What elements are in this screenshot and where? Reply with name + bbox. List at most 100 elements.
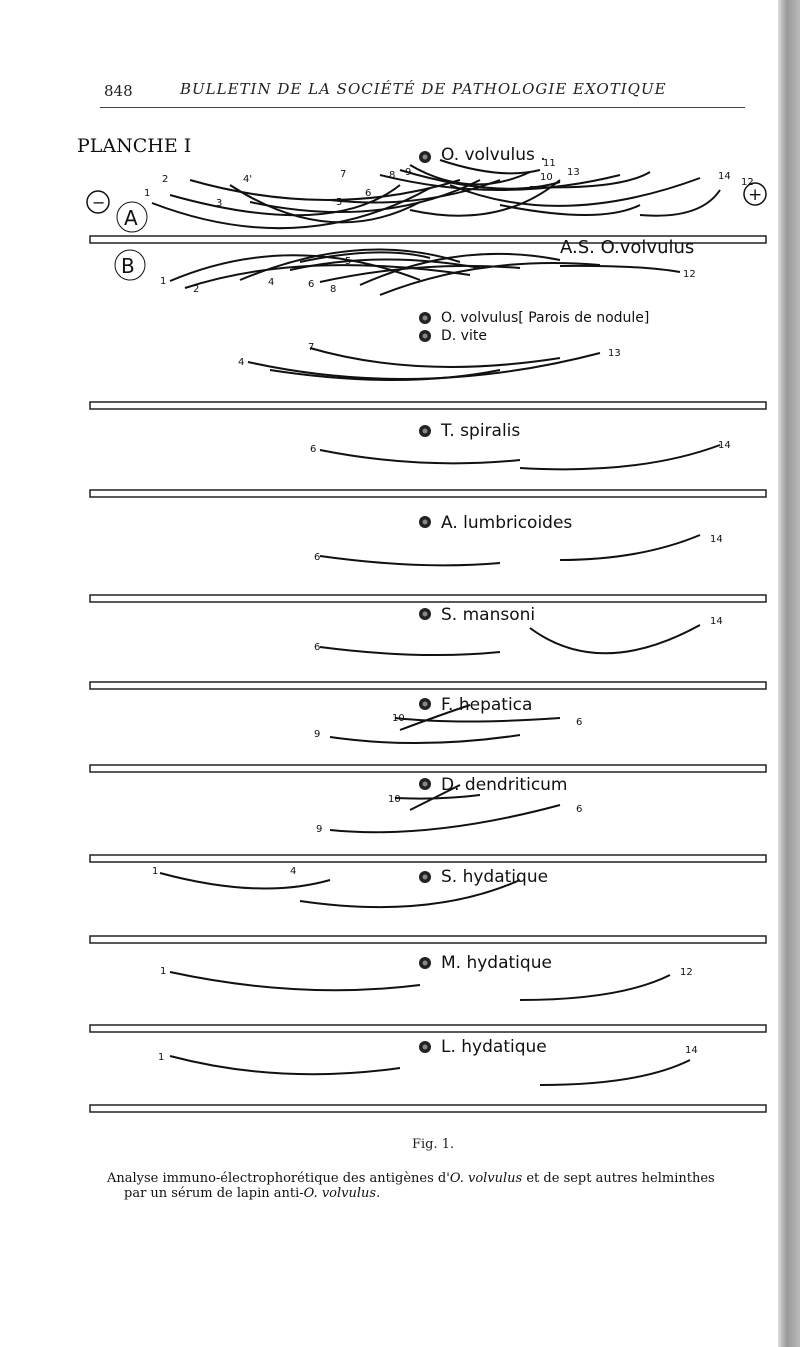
- antigen-well-icon: [422, 315, 428, 321]
- arc-number: 13: [608, 348, 621, 359]
- precipitation-arc: [289, 258, 481, 271]
- arc-number: 5: [336, 197, 342, 208]
- arc-number: 4: [268, 277, 274, 288]
- precipitation-arc: [249, 179, 481, 214]
- arc-number: 9: [314, 729, 320, 740]
- arc-number: 7: [308, 342, 314, 353]
- precipitation-arc: [379, 262, 601, 296]
- page-number: 848: [104, 82, 133, 100]
- precipitation-arc: [269, 369, 501, 381]
- arc-number: 6: [365, 188, 371, 199]
- precipitation-arc: [449, 177, 701, 207]
- figure-caption: Analyse immuno-électrophorétique des ant…: [107, 1171, 767, 1201]
- arc-number: 6: [314, 552, 320, 563]
- antiserum-trough: [89, 489, 767, 498]
- precipitation-arc: [409, 164, 531, 186]
- precipitation-arc: [529, 624, 701, 655]
- arc-number: 1: [160, 276, 166, 287]
- arc-number: 6: [310, 444, 316, 455]
- arc-number: 9: [316, 824, 322, 835]
- arc-number: 14: [718, 440, 731, 451]
- arc-number: 12: [741, 177, 754, 188]
- antigen-well-icon: [422, 154, 428, 160]
- antigen-label: B: [121, 254, 135, 278]
- precipitation-arc: [519, 444, 721, 471]
- antiserum-trough: [89, 1104, 767, 1113]
- antigen-label: O. volvulus[ Parois de nodule]: [441, 310, 649, 326]
- precipitation-arc: [394, 717, 561, 723]
- arc-number: 14: [718, 171, 731, 182]
- antigen-label: D. dendriticum: [441, 775, 568, 795]
- precipitation-arc: [409, 784, 461, 811]
- arc-number: 1: [152, 866, 158, 877]
- antiserum-trough: [89, 681, 767, 690]
- antigen-well-icon: [422, 960, 428, 966]
- arc-number: 4': [243, 174, 252, 185]
- plate-title: PLANCHE I: [77, 135, 192, 157]
- arc-number: 10: [388, 794, 401, 805]
- arc-number: 1: [160, 966, 166, 977]
- precipitation-arc: [559, 534, 701, 561]
- running-title: BULLETIN DE LA SOCIÉTÉ DE PATHOLOGIE EXO…: [180, 80, 667, 98]
- antigen-label: D. vite: [441, 328, 487, 344]
- precipitation-arc: [409, 179, 561, 217]
- arc-number: 8: [389, 170, 395, 181]
- antigen-well-icon: [422, 519, 428, 525]
- arc-number: 12: [683, 269, 696, 280]
- arc-number: 13: [567, 167, 580, 178]
- antiserum-trough: [89, 401, 767, 410]
- minus-electrode-icon: [86, 190, 110, 214]
- antiserum-trough: [89, 764, 767, 773]
- caption-text: .: [376, 1186, 381, 1201]
- arc-number: 1: [158, 1052, 164, 1063]
- minus-electrode-label: −: [92, 193, 105, 212]
- precipitation-arc: [309, 347, 561, 368]
- arc-number: 2: [193, 284, 199, 295]
- antigen-label: O. volvulus .: [441, 145, 546, 165]
- antiserum-trough: [89, 1024, 767, 1033]
- figure-label: Fig. 1.: [412, 1137, 455, 1152]
- arc-number: 4: [290, 866, 296, 877]
- subpanel-b-circle: [114, 249, 146, 281]
- precipitation-arc: [299, 251, 431, 263]
- arc-number: 10: [392, 713, 405, 724]
- arc-number: 6: [308, 279, 314, 290]
- caption-text: et de sept autres helminthes: [522, 1171, 715, 1186]
- antigen-label: A. lumbricoides: [441, 513, 572, 533]
- arc-number: 2: [162, 174, 168, 185]
- arc-number: 9: [405, 167, 411, 178]
- arc-number: 6: [576, 717, 582, 728]
- precipitation-arc: [189, 179, 461, 201]
- precipitation-arc: [329, 734, 521, 744]
- arc-number: 8: [330, 284, 336, 295]
- precipitation-arc: [169, 254, 421, 282]
- precipitation-arc: [151, 187, 431, 230]
- precipitation-arc: [394, 794, 481, 800]
- arc-number: 14: [710, 616, 723, 627]
- precipitation-arc: [559, 264, 681, 273]
- arc-number: 1: [144, 188, 150, 199]
- arc-number: 4: [238, 357, 244, 368]
- precipitation-arc: [399, 704, 471, 731]
- precipitation-arc: [379, 174, 621, 191]
- antiserum-trough: [89, 594, 767, 603]
- antigen-well-icon: [422, 333, 428, 339]
- precipitation-arc: [319, 555, 501, 567]
- header-rule: [100, 107, 745, 108]
- page-edge-shadow: [778, 0, 800, 1347]
- arc-number: 10: [540, 172, 553, 183]
- antiserum-trough: [89, 854, 767, 863]
- precipitation-arc: [539, 1059, 691, 1086]
- subpanel-a-circle: [116, 201, 148, 233]
- precipitation-arc: [239, 248, 461, 281]
- antigen-label: T. spiralis: [440, 421, 520, 441]
- antigen-label: S. hydatique: [441, 867, 548, 887]
- precipitation-arc: [184, 264, 471, 289]
- antigen-label: S. mansoni: [441, 605, 535, 625]
- precipitation-arc: [519, 974, 671, 1001]
- arc-number: 6: [314, 642, 320, 653]
- antigen-label: L. hydatique: [441, 1037, 547, 1057]
- precipitation-arc: [439, 159, 541, 175]
- arc-number: 6: [576, 804, 582, 815]
